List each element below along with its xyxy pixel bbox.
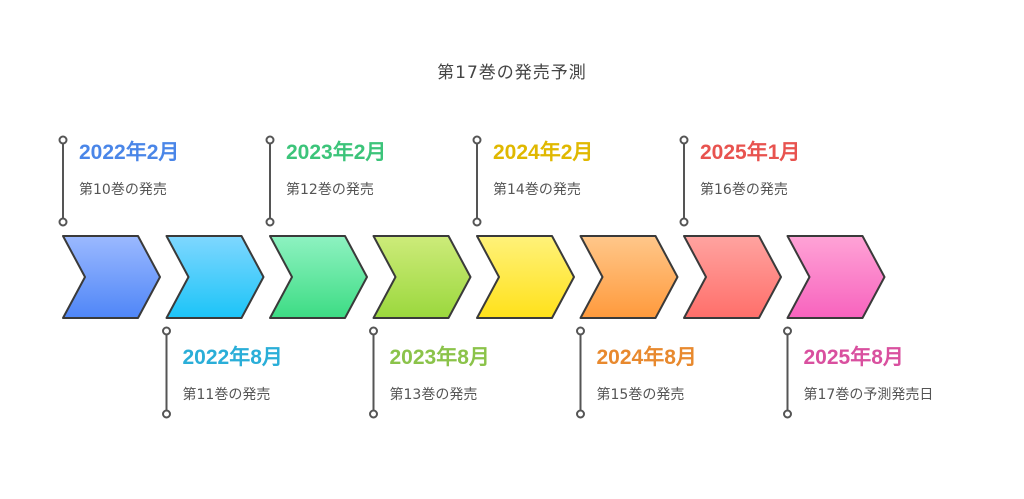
milestone-6: 2024年8月第15巻の発売	[597, 346, 837, 404]
milestone-description: 第12巻の発売	[286, 182, 374, 198]
connector-dot-4-end	[369, 409, 378, 419]
chevron-arrow-3	[269, 235, 368, 319]
connector-dot-5-end	[472, 217, 482, 227]
milestone-3: 2023年2月第12巻の発売	[286, 141, 526, 199]
milestone-description: 第15巻の発売	[596, 387, 685, 403]
chevron-arrow-4	[372, 235, 472, 319]
milestone-description: 第16巻の発売	[700, 182, 788, 198]
milestone-date: 2022年8月	[182, 346, 283, 369]
milestone-5: 2024年2月第14巻の発売	[493, 141, 733, 199]
connector-dot-1-end	[58, 217, 68, 227]
milestone-description: 第14巻の発売	[493, 182, 581, 198]
connector-dot-2-end	[162, 409, 171, 419]
milestone-description: 第17巻の予測発売日	[803, 387, 934, 403]
diagram-title: 第17巻の発売予測	[437, 63, 587, 83]
connector-dot-8-end	[783, 409, 792, 419]
chevron-arrow-1	[62, 235, 161, 319]
milestone-date: 2024年8月	[596, 346, 697, 369]
milestone-8: 2025年8月第17巻の予測発売日	[804, 346, 1024, 404]
milestone-date: 2024年2月	[493, 141, 594, 164]
connector-dot-5-start	[472, 135, 482, 145]
milestone-7: 2025年1月第16巻の発売	[700, 141, 940, 199]
chevron-arrow-7	[683, 235, 782, 319]
milestone-date: 2025年1月	[700, 141, 801, 164]
milestone-description: 第13巻の発売	[389, 387, 478, 403]
chevron-arrow-5	[476, 235, 575, 319]
milestone-description: 第10巻の発売	[79, 182, 167, 198]
connector-dot-3-end	[265, 217, 275, 227]
connector-dot-6-start	[576, 326, 585, 336]
milestone-1: 2022年2月第10巻の発売	[79, 141, 319, 199]
milestone-date: 2022年2月	[79, 141, 180, 164]
connector-dot-7-end	[679, 217, 689, 227]
chevron-arrow-6	[579, 235, 679, 319]
milestone-4: 2023年8月第13巻の発売	[390, 346, 630, 404]
milestone-date: 2023年8月	[389, 346, 490, 369]
connector-dot-4-start	[369, 326, 378, 336]
milestone-description: 第11巻の発売	[182, 387, 271, 403]
chevron-arrow-2	[165, 235, 265, 319]
milestone-date: 2025年8月	[803, 346, 904, 369]
connector-dot-1-start	[58, 135, 68, 145]
chevron-arrow-8	[786, 235, 886, 319]
milestone-date: 2023年2月	[286, 141, 387, 164]
connector-dot-8-start	[783, 326, 792, 336]
connector-dot-7-start	[679, 135, 689, 145]
connector-dot-2-start	[162, 326, 171, 336]
connector-dot-6-end	[576, 409, 585, 419]
milestone-2: 2022年8月第11巻の発売	[183, 346, 423, 404]
connector-dot-3-start	[265, 135, 275, 145]
